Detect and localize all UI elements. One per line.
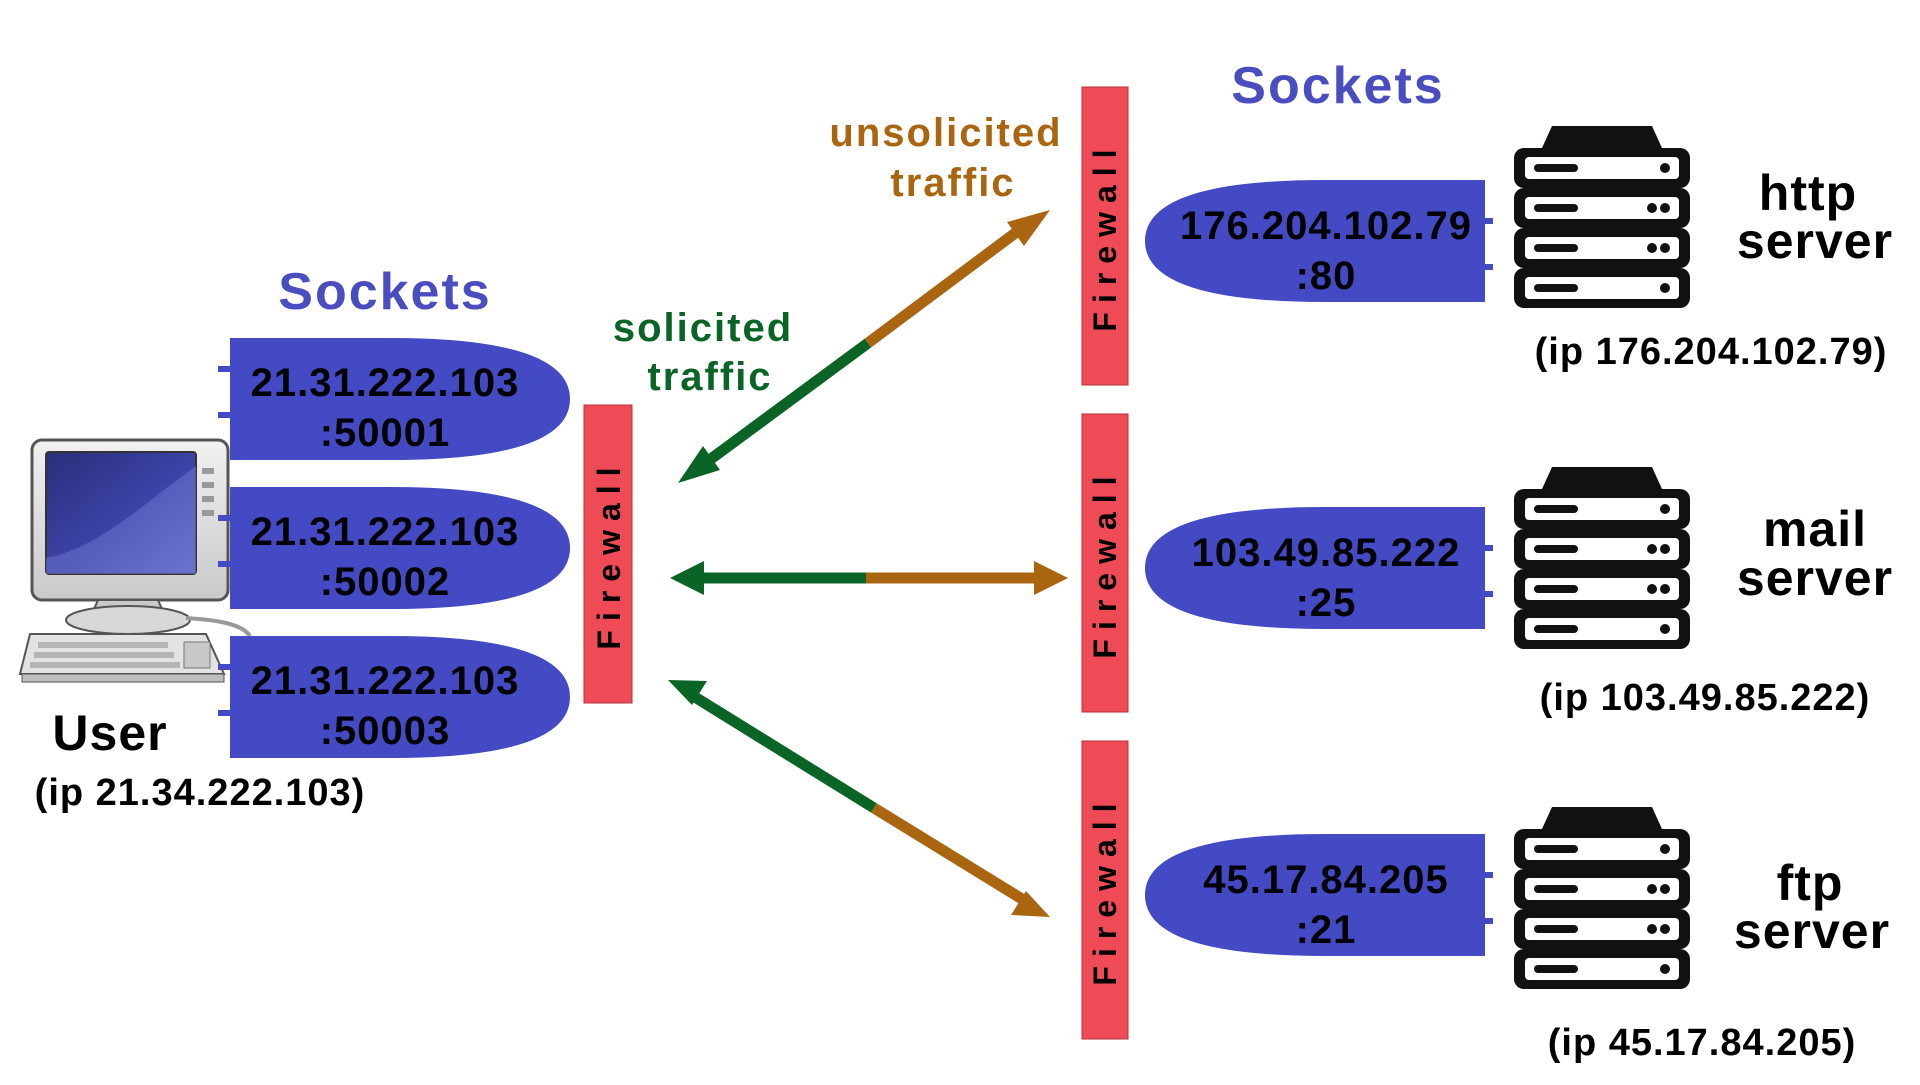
user-socket-2-port: :50002 <box>320 560 451 604</box>
solicited-label-line2: traffic <box>647 355 772 399</box>
http-firewall: Firewall <box>1081 86 1129 386</box>
http-socket-port: :80 <box>1296 254 1357 298</box>
user-sockets-title: Sockets <box>278 263 491 321</box>
http-server-icon <box>1514 126 1690 308</box>
user-firewall: Firewall <box>583 404 633 704</box>
user-socket-2-addr: 21.31.222.103 <box>251 510 520 554</box>
user-socket-3-port: :50003 <box>320 709 451 753</box>
ftp-firewall: Firewall <box>1081 740 1129 1040</box>
solicited-label-line1: solicited <box>613 306 793 350</box>
server-sockets-title: Sockets <box>1231 57 1444 115</box>
user-socket-1-port: :50001 <box>320 411 451 455</box>
user-label: User <box>52 705 167 761</box>
mail-firewall-label: Firewall <box>1087 467 1123 658</box>
unsolicited-label-line2: traffic <box>890 161 1015 205</box>
user-socket-3-addr: 21.31.222.103 <box>251 659 520 703</box>
mail-socket-port: :25 <box>1296 581 1357 625</box>
user-socket-1-addr: 21.31.222.103 <box>251 361 520 405</box>
user-socket-1: 21.31.222.103 :50001 <box>218 338 570 460</box>
ftp-server-icon <box>1514 807 1690 989</box>
ftp-socket-port: :21 <box>1296 908 1357 952</box>
mail-server-ip: (ip 103.49.85.222) <box>1540 677 1871 719</box>
arrow-bottom <box>668 680 1050 917</box>
mail-server-name-line1: mail <box>1763 501 1867 557</box>
arrow-middle <box>670 561 1068 595</box>
user-socket-2: 21.31.222.103 :50002 <box>218 487 570 609</box>
http-server-name-line1: http <box>1759 165 1857 221</box>
user-ip-label: (ip 21.34.222.103) <box>35 772 366 814</box>
user-socket-3: 21.31.222.103 :50003 <box>218 636 570 758</box>
arrow-top <box>678 210 1050 483</box>
mail-socket: 103.49.85.222 :25 <box>1145 507 1493 629</box>
http-server-name-line2: server <box>1737 213 1893 269</box>
http-server-ip: (ip 176.204.102.79) <box>1535 331 1888 373</box>
user-firewall-label: Firewall <box>591 458 627 649</box>
ftp-socket: 45.17.84.205 :21 <box>1145 834 1493 956</box>
ftp-server-ip: (ip 45.17.84.205) <box>1548 1022 1857 1064</box>
ftp-server-name-line2: server <box>1734 903 1890 959</box>
mail-firewall: Firewall <box>1081 413 1129 713</box>
unsolicited-label-line1: unsolicited <box>829 111 1062 155</box>
ftp-socket-addr: 45.17.84.205 <box>1203 858 1449 902</box>
ftp-firewall-label: Firewall <box>1087 794 1123 985</box>
ftp-server-name-line1: ftp <box>1777 855 1844 911</box>
http-socket: 176.204.102.79 :80 <box>1145 180 1493 302</box>
mail-server-name-line2: server <box>1737 550 1893 606</box>
computer-icon <box>18 438 252 683</box>
http-socket-addr: 176.204.102.79 <box>1180 204 1472 248</box>
http-firewall-label: Firewall <box>1087 140 1123 331</box>
mail-server-icon <box>1514 467 1690 649</box>
mail-socket-addr: 103.49.85.222 <box>1192 531 1461 575</box>
